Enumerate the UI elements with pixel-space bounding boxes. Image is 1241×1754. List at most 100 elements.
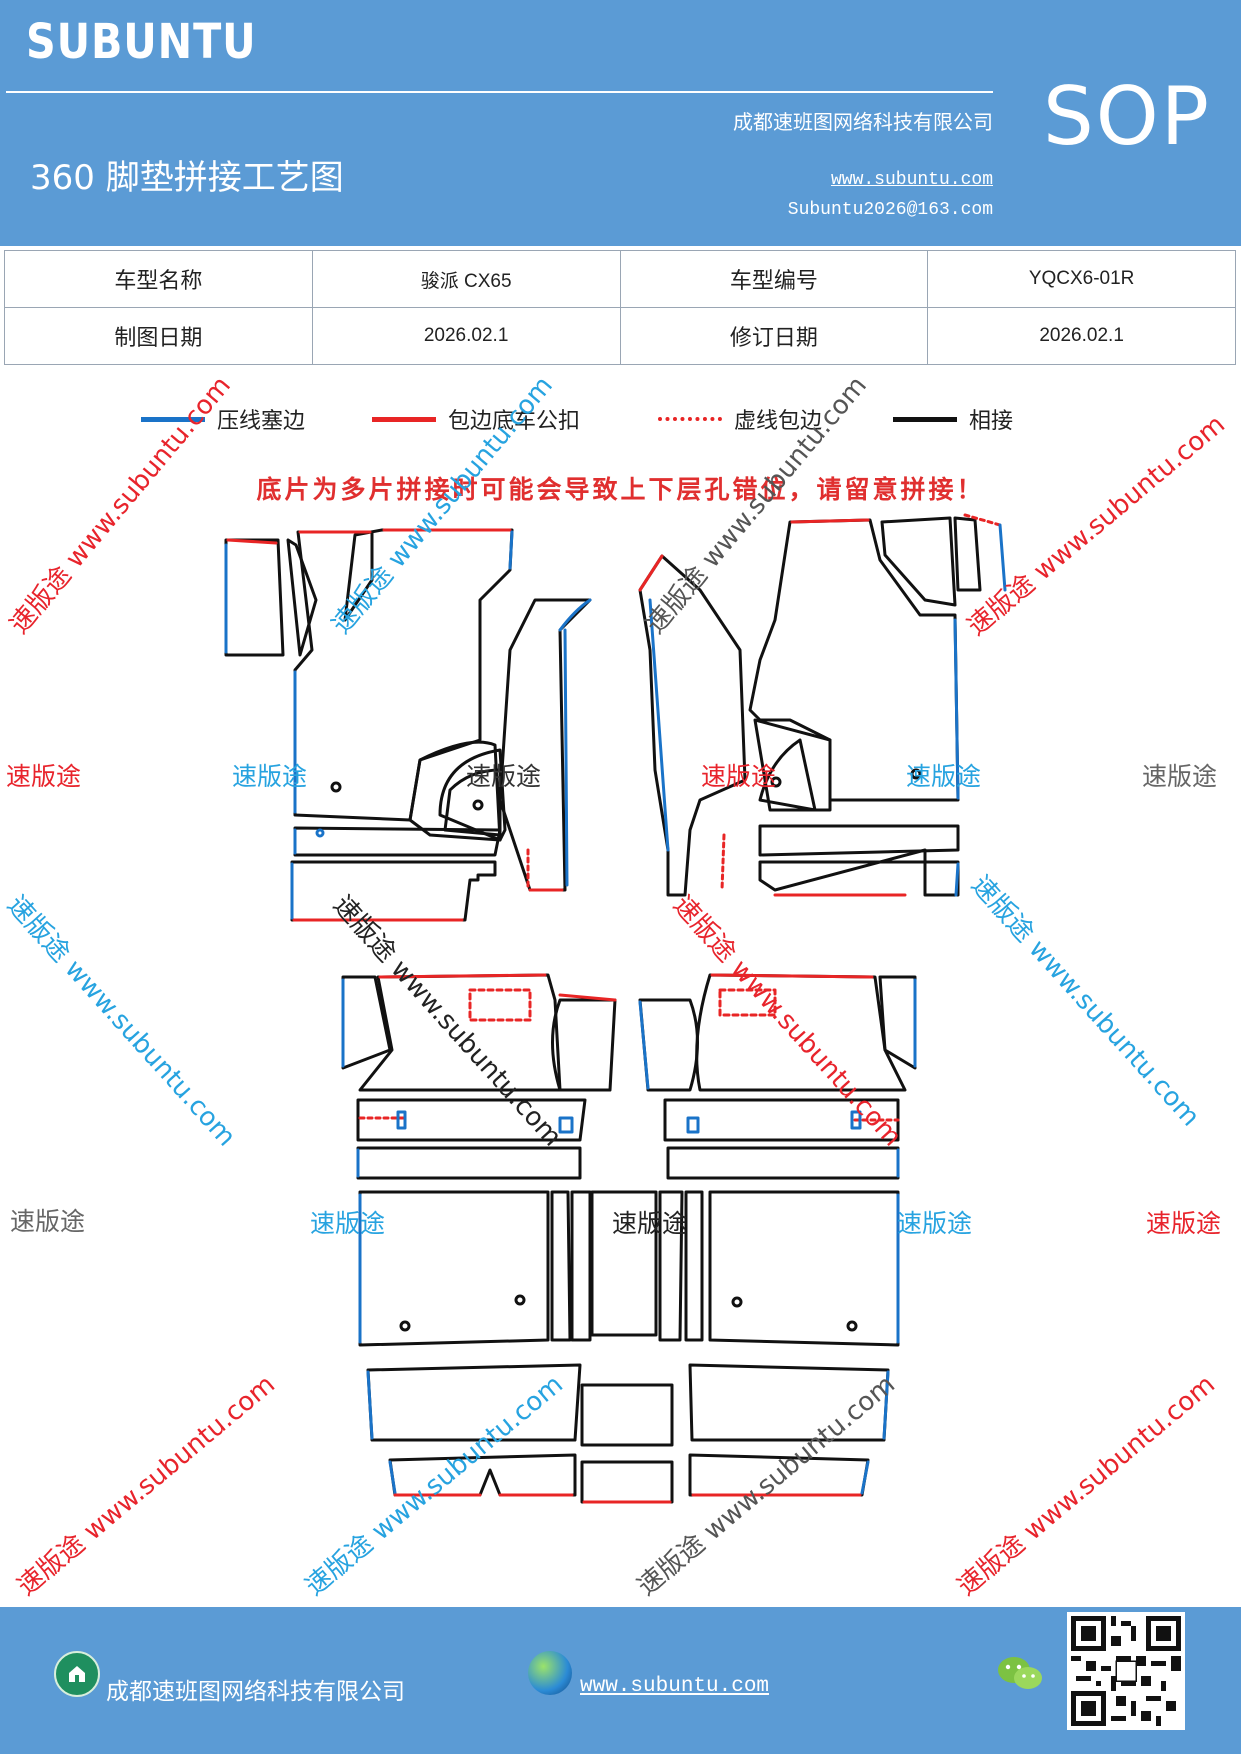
edge-red-dotted (468, 988, 532, 1022)
front-right-mat-group (638, 513, 1007, 897)
legend-label: 相接 (969, 409, 1014, 434)
legend-item-black: 相接 (893, 402, 1013, 436)
qr-code-icon (1067, 1612, 1185, 1730)
edge-blue (388, 1460, 397, 1495)
mat-piece-outline (580, 1460, 674, 1504)
mat-piece-outline (366, 1363, 582, 1442)
edge-blue (558, 598, 592, 632)
mat-piece-outline (550, 1190, 572, 1342)
edge-red (710, 973, 874, 979)
mat-piece-outline (408, 740, 502, 842)
table-row: 制图日期 2026.02.1 修订日期 2026.02.1 (4, 307, 1236, 365)
mat-hole (472, 799, 484, 811)
mat-piece-outline (878, 975, 917, 1070)
mat-piece-outline (570, 1190, 592, 1342)
edge-red-dotted (720, 833, 726, 892)
edge-red (378, 973, 547, 979)
edge-blue (953, 618, 960, 800)
front-left-mat-group (224, 528, 592, 922)
mat-piece-outline (443, 768, 502, 837)
mat-hole (399, 1320, 411, 1332)
mat-piece-outline (758, 738, 817, 812)
mat-piece-outline (758, 824, 960, 857)
stitching-warning: 底片为多片拼接时可能会导致上下层孔错位，请留意拼接！ (256, 475, 985, 504)
edge-blue (366, 1370, 374, 1440)
wechat-icon (996, 1654, 1044, 1694)
edge-blue (563, 628, 569, 887)
mat-piece-outline (580, 1383, 674, 1447)
edge-blue (954, 862, 960, 897)
cell-draw-date-value: 2026.02.1 (311, 307, 621, 365)
mat-piece-outline (638, 554, 747, 897)
header-divider (6, 91, 993, 93)
mat-hole (770, 776, 782, 788)
edge-blue (508, 530, 514, 570)
cell-model-code-value: YQCX6-01R (927, 250, 1236, 308)
mat-piece-outline (396, 1110, 407, 1130)
legend-item-red-dotted: 虚线包边 (658, 402, 822, 436)
mat-hole (514, 1294, 526, 1306)
header-website-link[interactable]: www.subuntu.com (830, 170, 993, 190)
cell-model-name-label: 车型名称 (4, 250, 313, 308)
mat-piece-outline (666, 1146, 900, 1180)
cell-revision-date-label: 修订日期 (619, 307, 929, 365)
mat-piece-outline (224, 538, 285, 657)
header-company-name: 成都速班图网络科技有限公司 (733, 110, 993, 134)
mat-piece-outline (663, 1098, 900, 1142)
mat-piece-outline (753, 718, 832, 812)
mat-hole (910, 768, 922, 780)
mat-piece-outline (658, 1190, 684, 1342)
header-band (0, 0, 1241, 246)
mat-piece-outline (688, 1363, 890, 1442)
mat-piece-outline (688, 1453, 870, 1497)
mat-hole (731, 1296, 743, 1308)
mat-hole (330, 781, 342, 793)
brand-logo-text: SUBUNTU (26, 14, 257, 70)
mat-piece-outline (358, 1190, 550, 1347)
edge-red (226, 538, 278, 545)
mat-piece-outline (356, 1098, 587, 1142)
mat-piece-outline (290, 860, 497, 922)
edge-red-dotted (963, 513, 1002, 527)
cell-revision-date-value: 2026.02.1 (927, 307, 1236, 365)
header-email: Subuntu2026@163.com (787, 200, 993, 220)
cell-model-code-label: 车型编号 (619, 250, 929, 308)
edge-red (558, 993, 617, 1002)
edge-red-dotted (718, 988, 777, 1017)
mat-piece-outline (880, 516, 957, 607)
mat-piece-outline (498, 598, 592, 892)
edge-red (790, 518, 870, 524)
table-row: 车型名称 骏派 CX65 车型编号 YQCX6-01R (4, 250, 1236, 308)
mat-hole (315, 828, 325, 838)
footer-website-link[interactable]: www.subuntu.com (580, 1675, 770, 1698)
mat-piece-outline (558, 1116, 574, 1134)
sop-label: SOP (1043, 70, 1211, 163)
mat-piece-outline (356, 1146, 582, 1180)
edge-blue (638, 1000, 650, 1090)
edge-red (638, 554, 664, 592)
mat-piece-outline (341, 975, 392, 1070)
mat-piece-outline (638, 998, 699, 1092)
legend-item-blue: 压线塞边 (141, 402, 305, 436)
center-tunnel-pieces (580, 1190, 674, 1504)
mat-piece-outline (695, 973, 907, 1092)
legend-swatch-red-dotted (658, 417, 722, 421)
vehicle-info-table: 车型名称 骏派 CX65 车型编号 YQCX6-01R 制图日期 2026.02… (4, 250, 1236, 365)
edge-blue (648, 598, 670, 852)
edge-blue (998, 523, 1007, 592)
rear-right-mat-group (638, 973, 917, 1497)
footer-company-name: 成都速班图网络科技有限公司 (106, 1679, 405, 1705)
mat-piece-outline (850, 1110, 862, 1130)
mat-piece-outline (686, 1116, 700, 1134)
mat-piece-outline (684, 1190, 704, 1342)
mat-piece-outline (708, 1190, 900, 1347)
mat-piece-outline (286, 538, 318, 657)
legend-label: 压线塞边 (217, 409, 306, 434)
mat-piece-outline (758, 848, 960, 897)
legend-item-red: 包边底车公扣 (372, 402, 580, 436)
mat-piece-outline (551, 998, 617, 1092)
legend-label: 包边底车公扣 (448, 409, 581, 434)
legend-label: 虚线包边 (734, 409, 823, 434)
document-title: 360 脚垫拼接工艺图 (30, 158, 344, 198)
